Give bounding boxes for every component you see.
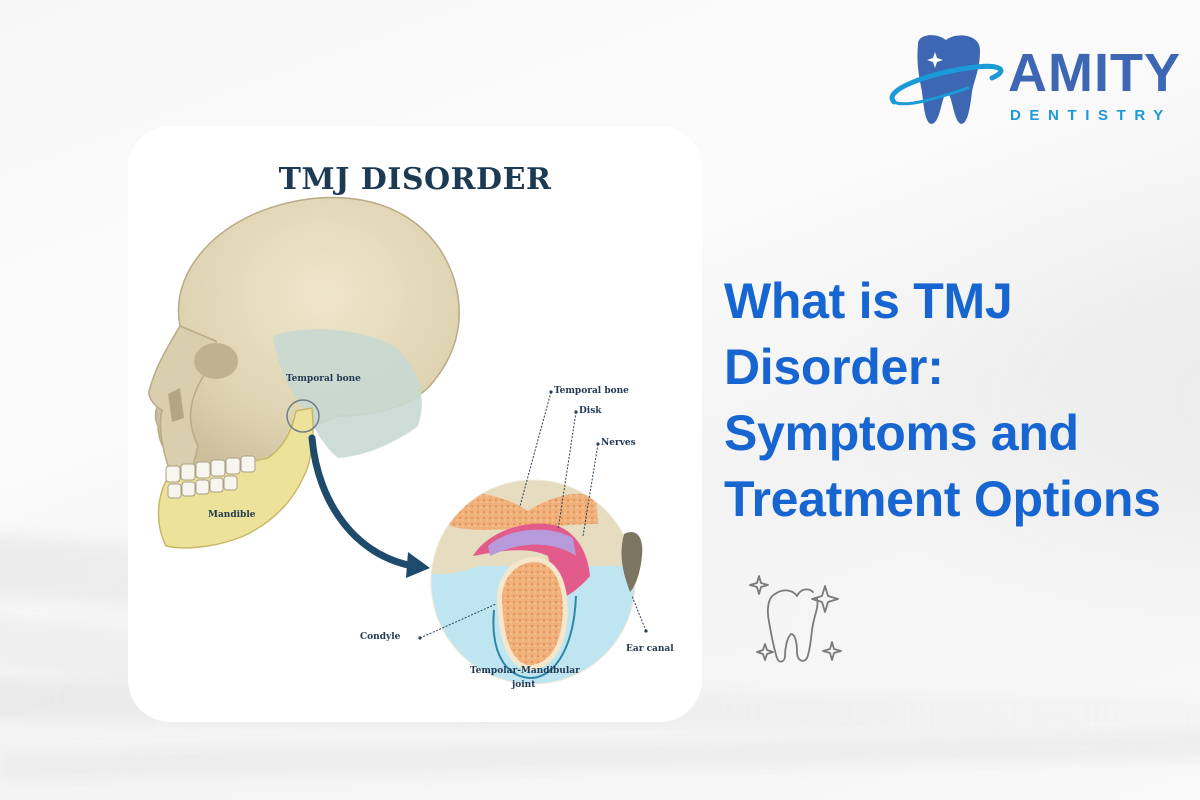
- headline-line-4: Treatment Options: [724, 471, 1161, 527]
- brand-tagline: DENTISTRY: [1010, 107, 1172, 124]
- tmj-illustration-card: TMJ DISORDER: [128, 126, 702, 722]
- label-ear-canal: Ear canal: [626, 644, 674, 654]
- illustration-title: TMJ DISORDER: [278, 162, 552, 197]
- brand-logo[interactable]: AMITY DENTISTRY: [888, 30, 1181, 130]
- label-disk: Disk: [579, 406, 602, 416]
- headline-line-3: Symptoms and: [724, 405, 1079, 461]
- headline-line-2: Disorder:: [724, 339, 944, 395]
- background-streak: [0, 728, 1200, 782]
- sparkling-tooth-outline-icon: [749, 575, 842, 663]
- label-nerves: Nerves: [601, 438, 636, 448]
- label-tmj-line2: joint: [512, 680, 536, 690]
- brand-name: AMITY: [1008, 43, 1181, 103]
- label-tmj-line1: Tempolar-Mandibular: [470, 666, 580, 676]
- skull-diagram: [148, 196, 648, 685]
- tooth-with-orbit-icon: [889, 35, 1004, 124]
- headline-line-1: What is TMJ: [724, 273, 1013, 329]
- label-temporal-bone-detail: Temporal bone: [554, 386, 629, 396]
- label-temporal-bone-skull: Temporal bone: [286, 374, 361, 384]
- label-mandible: Mandible: [208, 510, 256, 520]
- article-headline: What is TMJ Disorder: Symptoms and Treat…: [724, 268, 1194, 532]
- label-condyle: Condyle: [360, 632, 401, 642]
